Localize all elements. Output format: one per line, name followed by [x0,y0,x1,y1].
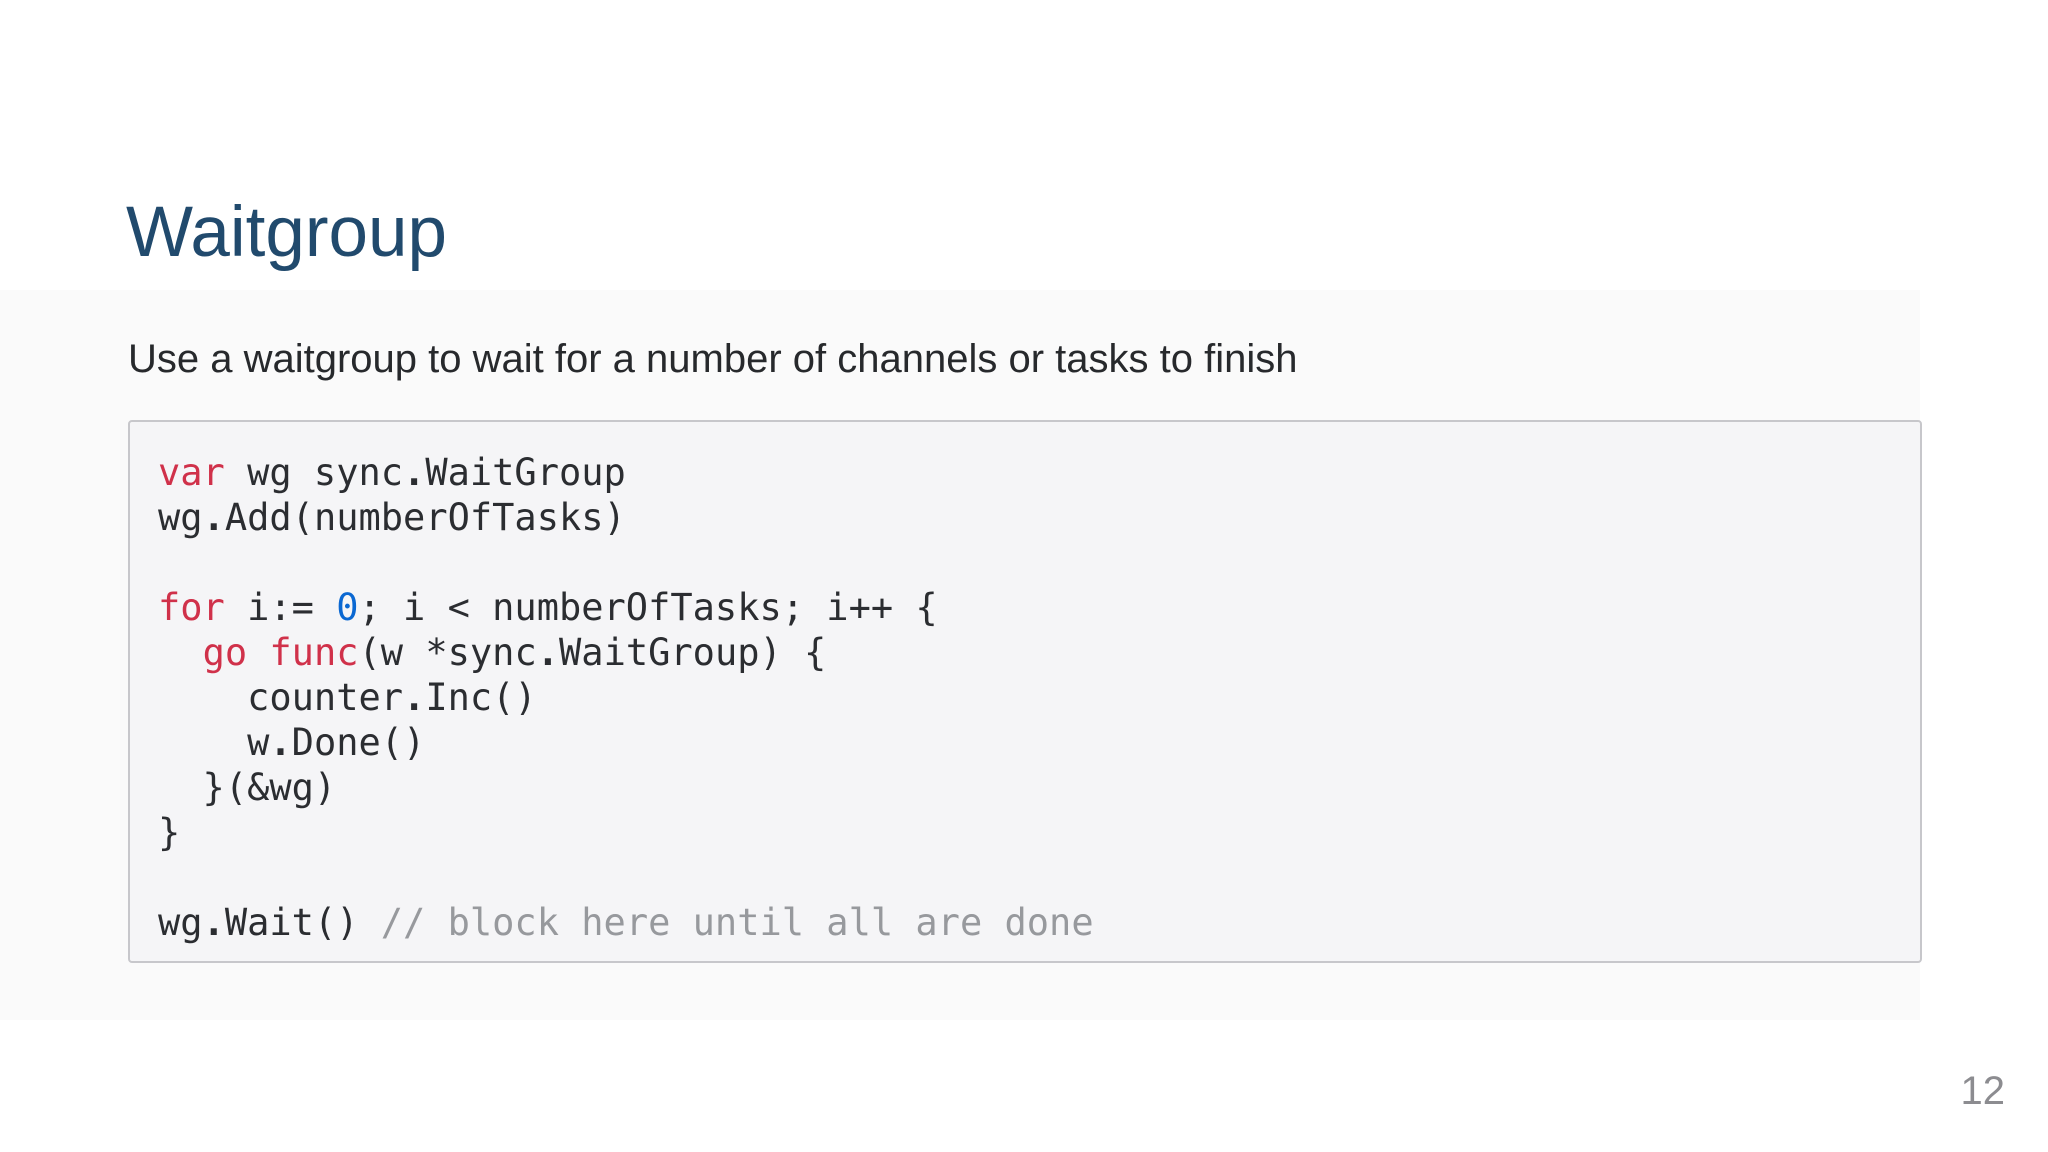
code-line [158,540,1892,585]
code-line: for i:= 0; i < numberOfTasks; i++ { [158,586,938,629]
code-line: } [158,811,181,854]
slide-subtitle: Use a waitgroup to wait for a number of … [128,337,1298,381]
code-line: counter.Inc() [158,676,537,719]
code-line: w.Done() [158,721,426,764]
slide-title: Waitgroup [126,193,447,272]
code-line: go func(w *sync.WaitGroup) { [202,631,827,674]
code-line: wg.Wait() // block here until all are do… [158,901,1094,944]
code-line: var wg sync.WaitGroup [158,451,626,494]
code-line: }(&wg) [158,766,337,809]
code-line: wg.Add(numberOfTasks) [158,496,626,539]
code-line [158,855,1892,900]
page-number: 12 [1960,1069,2006,1113]
